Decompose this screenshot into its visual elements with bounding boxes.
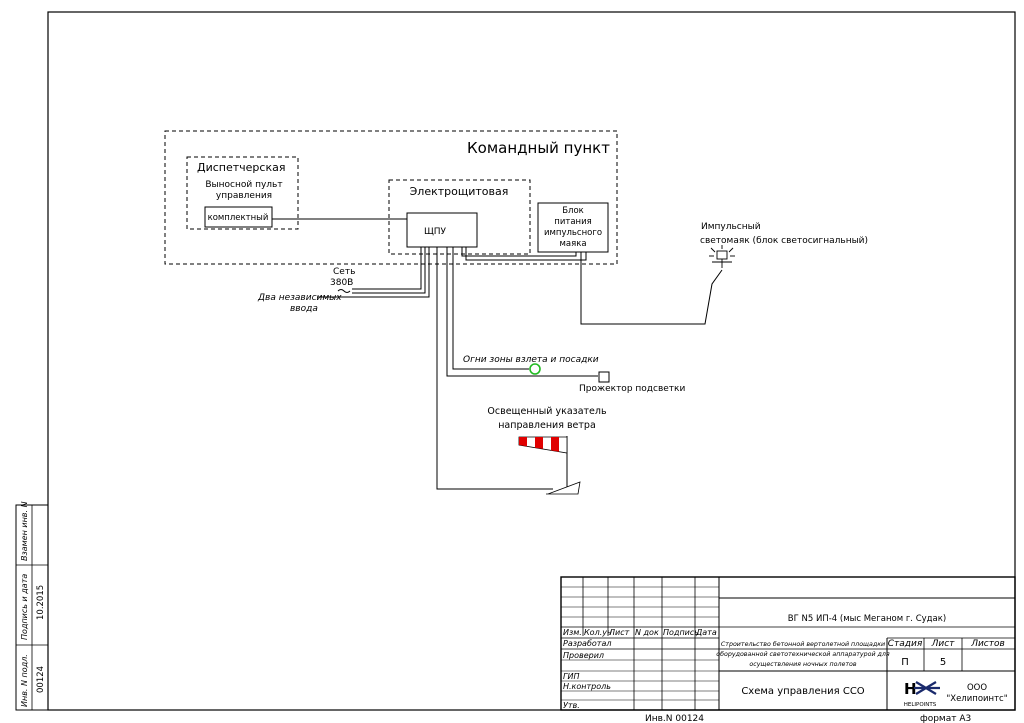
project-title-line2: оборудованной светотехнической аппаратур…	[716, 650, 890, 658]
wire-shpu-to-beacon-power-2	[465, 247, 587, 261]
two-inputs-label-line1: Два независимых	[257, 293, 342, 303]
command-post: Командный пункт	[164, 130, 618, 265]
switch-room-label: Электрощитовая	[410, 185, 509, 198]
col-header-change: Изм.	[563, 628, 582, 637]
project-title-line3: осуществления ночных полетов	[749, 661, 856, 668]
pulse-beacon-label-line2: светомаяк (блок светосигнальный)	[700, 236, 868, 246]
windsock-label-line2: направления ветра	[498, 420, 596, 431]
takeoff-zone-lights-label: Огни зоны взлета и посадки	[463, 355, 599, 365]
wiring	[272, 218, 723, 490]
role-checker: Проверил	[563, 651, 604, 660]
command-post-label: Командный пункт	[467, 139, 610, 157]
role-developer: Разработал	[563, 639, 611, 648]
sheet-value: 5	[940, 657, 946, 668]
company-line1: ООО	[967, 683, 987, 693]
beacon-power-unit-line3: импульсного	[544, 228, 602, 238]
wire-shpu-to-floodlight	[446, 247, 598, 377]
remote-panel-label-line1: Выносной пульт	[205, 180, 282, 190]
beacon-power-unit-line2: питания	[554, 217, 591, 227]
pulse-beacon: Импульсный светомаяк (блок светосигнальн…	[700, 222, 868, 268]
wire-shpu-to-takeoff-lights	[452, 247, 529, 370]
beacon-icon	[709, 245, 735, 268]
shpu-box	[406, 212, 478, 248]
dispatch-room-boundary	[186, 156, 299, 230]
side-stamp-value-original: 00124	[36, 666, 46, 693]
wire-shpu-to-windsock	[436, 247, 553, 490]
col-header-signature: Подпись	[663, 628, 699, 637]
stage-value: П	[901, 657, 909, 668]
beacon-power-unit-box	[537, 202, 609, 253]
role-approved: Утв.	[563, 701, 580, 710]
beacon-power-unit-line1: Блок	[562, 206, 584, 216]
role-norm-control: Н.контроль	[563, 682, 611, 691]
footer-format: формат А3	[920, 714, 971, 723]
wire-grid-power-1	[352, 247, 422, 290]
col-header-date: Дата	[695, 628, 717, 637]
logo-caption: HELIPOINTS	[904, 702, 937, 708]
sheet-header: Лист	[931, 639, 956, 649]
windsock: Освещенный указатель направления ветра	[487, 406, 607, 495]
wire-grid-power-2	[352, 247, 426, 294]
sheets-header: Листов	[970, 639, 1005, 649]
command-post-boundary	[164, 130, 618, 265]
side-stamp-label-original: Инв. N подл.	[20, 654, 29, 707]
col-header-sheet: Лист	[608, 628, 630, 637]
tilde-mark	[337, 289, 351, 293]
floodlight-icon	[598, 371, 610, 383]
dispatch-room: Диспетчерская Выносной пульт управления …	[186, 156, 299, 230]
shpu-label: ЩПУ	[424, 227, 447, 237]
two-inputs-label-line2: ввода	[290, 304, 318, 314]
grid-power-label-line1: Сеть	[333, 267, 355, 277]
drawing-title: Схема управления ССО	[741, 686, 864, 697]
windsock-icon	[518, 436, 581, 495]
wire-input-1	[317, 247, 430, 298]
stage-header: Стадия	[888, 639, 923, 649]
project-title-line1: Строительство бетонной вертолетной площа…	[721, 640, 885, 648]
complete-unit-label: комплектный	[208, 213, 269, 223]
remote-panel-label-line2: управления	[216, 191, 272, 201]
wire-shpu-to-beacon-power-1	[461, 247, 577, 257]
helipoints-logo: H HELIPOINTS	[904, 680, 940, 708]
col-header-doc: N док	[635, 628, 659, 637]
company-line2: "Хелипоинтс"	[946, 694, 1007, 704]
dispatch-room-label: Диспетчерская	[197, 161, 285, 174]
side-stamp: Инв. N подл. 00124 Подпись и дата 10.201…	[15, 501, 49, 711]
switch-room: Электрощитовая ЩПУ	[388, 179, 531, 255]
side-stamp-label-signature: Подпись и дата	[20, 574, 29, 640]
pulse-beacon-label-line1: Импульсный	[701, 222, 761, 232]
beacon-power-unit: Блок питания импульсного маяка	[537, 202, 609, 253]
switch-room-boundary	[388, 179, 531, 255]
side-stamp-label-replaces: Взамен инв. N	[20, 501, 29, 561]
complete-unit-box	[204, 206, 273, 228]
helicopter-icon	[914, 681, 940, 695]
title-block: Изм. Кол.уч Лист N док Подпись Дата Разр…	[560, 576, 1016, 711]
wire-beacon-power-to-pulse-beacon	[580, 252, 723, 325]
side-stamp-value-date: 10.2015	[36, 585, 46, 620]
drawing-frame	[47, 11, 1016, 711]
grid-power-label-line2: 380В	[330, 278, 353, 288]
role-chief-engineer: ГИП	[563, 672, 579, 681]
floodlight-label: Прожектор подсветки	[579, 384, 685, 394]
logo-h-letter: H	[904, 680, 917, 698]
project-code: ВГ N5 ИП-4 (мыс Меганом г. Судак)	[788, 614, 946, 624]
col-header-count: Кол.уч	[584, 628, 612, 637]
beacon-power-unit-line4: маяка	[559, 239, 586, 249]
footer-inventory: Инв.N 00124	[645, 714, 704, 723]
windsock-label-line1: Освещенный указатель	[487, 406, 607, 417]
takeoff-lights-icon	[529, 363, 541, 375]
